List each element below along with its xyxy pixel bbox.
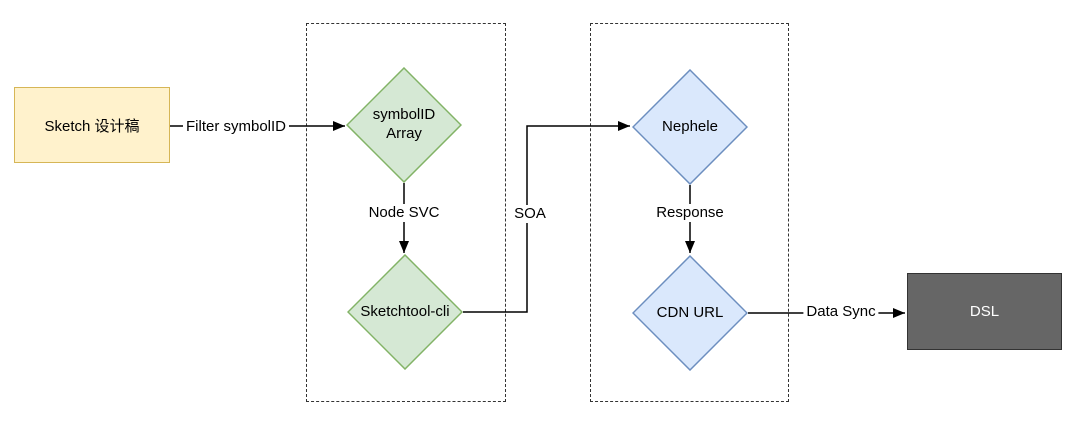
node-dsl-label: DSL: [969, 303, 1000, 320]
node-sketch-design-label: Sketch 设计稿: [44, 117, 140, 135]
edge-label-data-sync: Data Sync: [803, 303, 879, 321]
node-sketchtool-cli: Sketchtool-cli: [347, 254, 463, 370]
node-sketchtool-cli-label: Sketchtool-cli: [360, 302, 450, 320]
diamond-shape: [347, 254, 463, 370]
node-nephele: Nephele: [632, 69, 748, 185]
node-dsl: DSL: [907, 273, 1062, 350]
node-nephele-label: Nephele: [662, 117, 718, 135]
diamond-shape: [632, 69, 748, 185]
diamond-shape: [632, 255, 748, 371]
edge-label-node-svc: Node SVC: [365, 204, 443, 222]
node-sketch-design: Sketch 设计稿: [14, 87, 170, 163]
edge-label-filter-symbolid: Filter symbolID: [182, 118, 290, 136]
node-cdn-url: CDN URL: [632, 255, 748, 371]
edge-label-soa: SOA: [511, 205, 549, 223]
node-symbolid-array: symbolID Array: [346, 67, 462, 183]
diamond-shape: [346, 67, 462, 183]
edge-label-response: Response: [653, 204, 727, 222]
node-cdn-url-label: CDN URL: [656, 303, 724, 321]
node-symbolid-array-label: symbolID Array: [372, 106, 436, 142]
